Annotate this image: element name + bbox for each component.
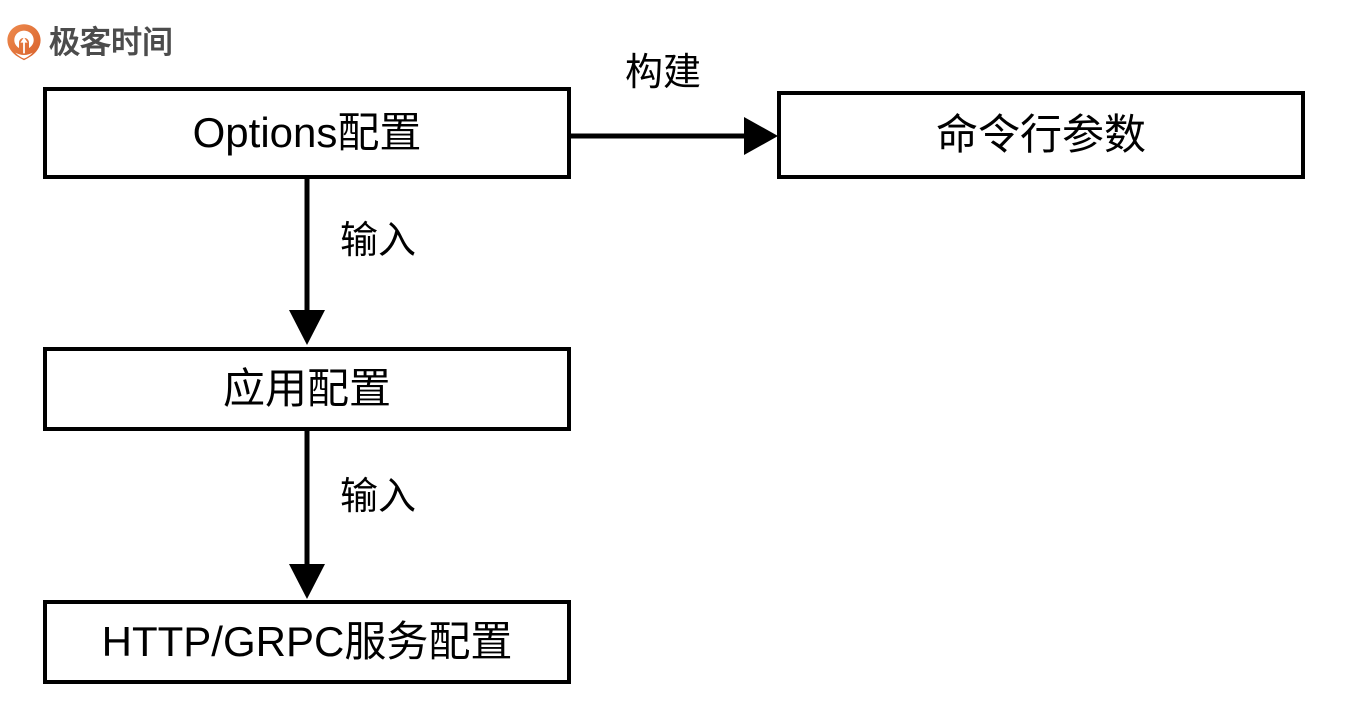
edge-app-config-to-http-grpc bbox=[289, 431, 325, 599]
node-options-config[interactable]: Options配置 bbox=[43, 87, 571, 179]
edge-options-to-cmdline-args bbox=[571, 117, 778, 155]
node-http-grpc-config-label: HTTP/GRPC服务配置 bbox=[101, 618, 513, 665]
node-http-grpc-config[interactable]: HTTP/GRPC服务配置 bbox=[43, 600, 571, 684]
node-command-line-args[interactable]: 命令行参数 bbox=[777, 91, 1305, 179]
node-options-config-label: Options配置 bbox=[192, 109, 422, 156]
edge-label-input-1: 输入 bbox=[340, 220, 417, 262]
node-app-config-label: 应用配置 bbox=[222, 365, 391, 412]
edge-label-input-2: 输入 bbox=[340, 476, 417, 518]
edge-options-to-app-config bbox=[289, 179, 325, 345]
geek-time-logo-icon bbox=[7, 24, 41, 61]
node-command-line-args-label: 命令行参数 bbox=[935, 111, 1146, 158]
brand-watermark: 极客时间 bbox=[6, 20, 173, 64]
brand-name: 极客时间 bbox=[49, 24, 173, 60]
edge-label-build: 构建 bbox=[625, 52, 702, 94]
node-app-config[interactable]: 应用配置 bbox=[43, 347, 571, 431]
